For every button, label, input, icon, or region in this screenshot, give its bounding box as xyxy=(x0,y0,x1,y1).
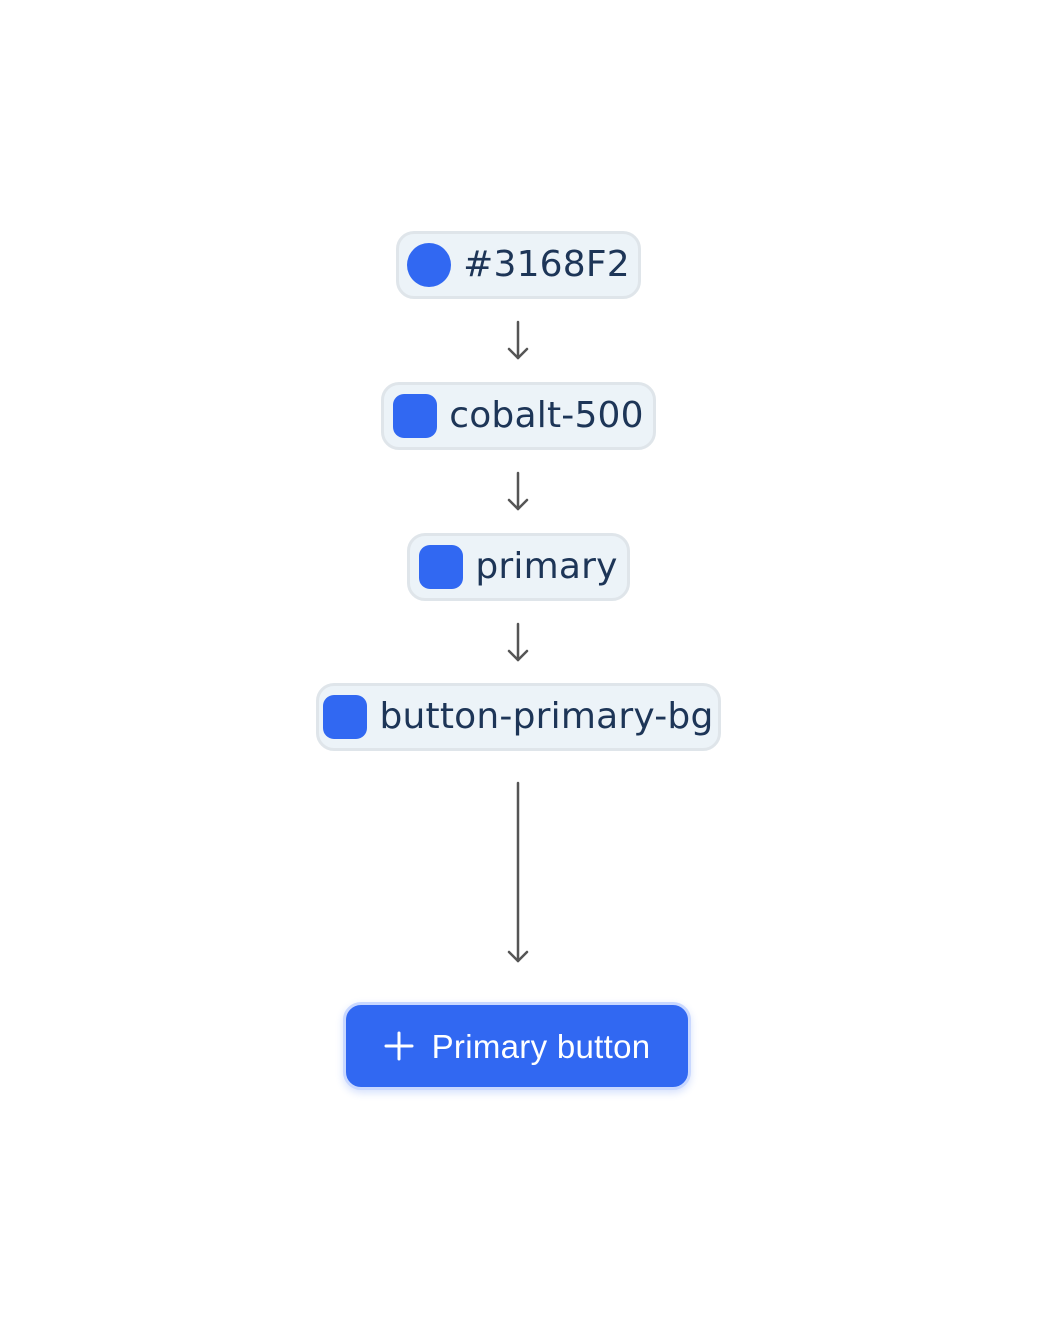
token-label-cobalt-500: cobalt-500 xyxy=(449,395,644,436)
arrow-down-3 xyxy=(507,622,529,662)
plus-icon xyxy=(384,1031,414,1061)
token-chip-button-primary-bg: button-primary-bg xyxy=(316,683,721,751)
color-swatch-square xyxy=(323,695,368,739)
arrow-down-long xyxy=(507,781,529,963)
token-chip-hex: #3168F2 xyxy=(396,231,641,299)
token-label-button-primary-bg: button-primary-bg xyxy=(379,696,714,737)
token-chip-cobalt-500: cobalt-500 xyxy=(381,382,656,450)
arrow-down-1 xyxy=(507,320,529,360)
token-label-hex: #3168F2 xyxy=(463,244,630,285)
color-swatch-circle xyxy=(407,243,452,287)
arrow-down-2 xyxy=(507,471,529,511)
color-swatch-square xyxy=(419,545,464,589)
primary-button-label: Primary button xyxy=(431,1027,651,1065)
token-chip-primary: primary xyxy=(407,533,630,601)
color-swatch-square xyxy=(393,394,438,438)
token-label-primary: primary xyxy=(475,546,618,587)
primary-button[interactable]: Primary button xyxy=(343,1002,691,1090)
